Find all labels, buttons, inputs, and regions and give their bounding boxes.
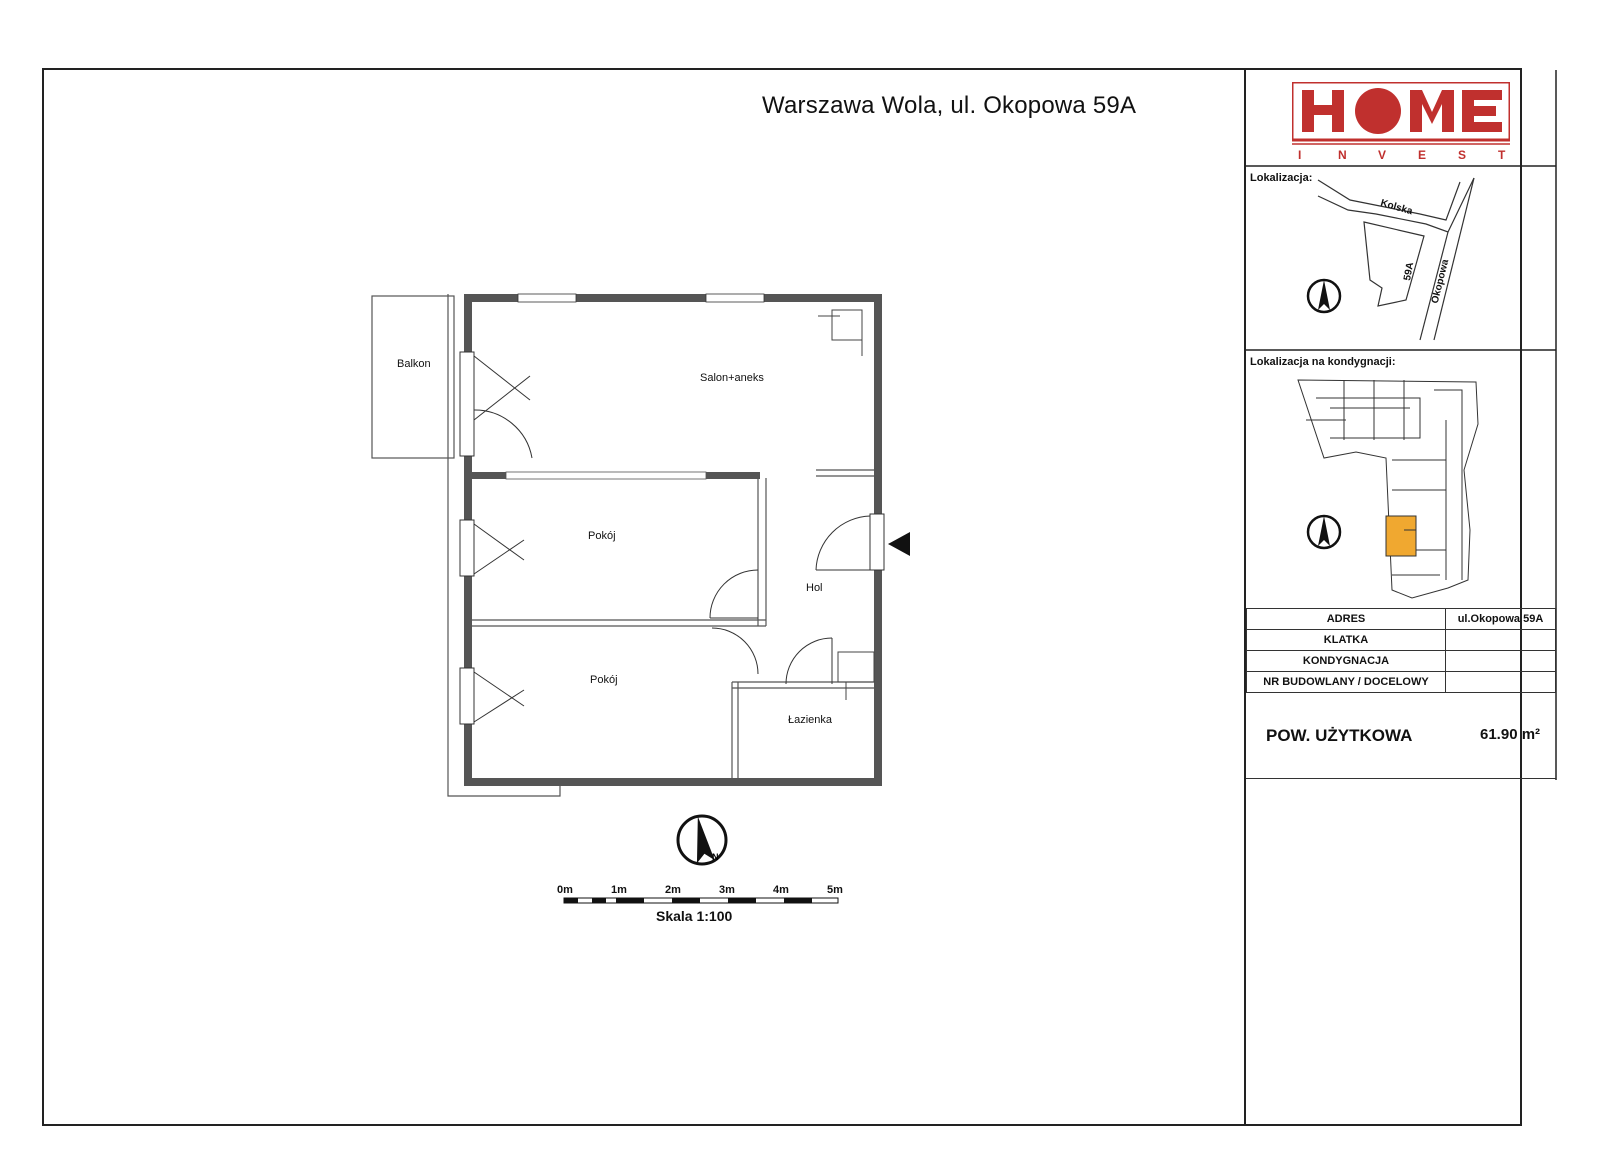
table-row: ADRES ul.Okopowa 59A: [1246, 608, 1556, 630]
table-label-klatka: KLATKA: [1246, 629, 1446, 651]
logo-letter-v: V: [1378, 148, 1387, 162]
room-label-balkon: Balkon: [397, 358, 431, 370]
scale-label: Skala 1:100: [656, 908, 733, 924]
window-pokoj1: [459, 519, 475, 577]
table-row: KLATKA: [1246, 629, 1556, 651]
drawing-sheet: [42, 68, 1522, 1126]
usable-area-value: 61.90 m²: [1480, 726, 1541, 743]
logo-letter-s: S: [1458, 148, 1467, 162]
logo-letter-t: T: [1498, 148, 1506, 162]
table-row: NR BUDOWLANY / DOCELOWY: [1246, 671, 1556, 693]
room-label-lazienka: Łazienka: [788, 714, 833, 726]
floor-key-highlight: [1385, 515, 1417, 557]
scale-tick-5: 5m: [827, 884, 843, 896]
location-north-icon: [1306, 278, 1342, 314]
table-label-nr-budowlany: NR BUDOWLANY / DOCELOWY: [1246, 671, 1446, 693]
room-label-hol: Hol: [806, 582, 823, 594]
room-label-pokoj-2: Pokój: [590, 674, 618, 686]
scale-tick-0: 0m: [557, 884, 573, 896]
location-map: [1317, 177, 1475, 341]
table-label-adres: ADRES: [1246, 608, 1446, 630]
outer-wall-bottom: [470, 778, 882, 786]
home-invest-logo: I N V E S T: [1292, 82, 1510, 162]
balcony-outline: [371, 295, 455, 459]
scale-bar: [563, 897, 839, 904]
outer-wall-top: [464, 294, 882, 302]
table-value-kondygnacja: [1445, 650, 1556, 672]
table-row: KONDYGNACJA: [1246, 650, 1556, 672]
table-value-nr-budowlany: [1445, 671, 1556, 693]
scale-tick-2: 2m: [665, 884, 681, 896]
room-label-salon: Salon+aneks: [700, 372, 764, 384]
scale-tick-1: 1m: [611, 884, 627, 896]
table-label-kondygnacja: KONDYGNACJA: [1246, 650, 1446, 672]
usable-area-label: POW. UŻYTKOWA: [1266, 726, 1413, 745]
room-label-pokoj-1: Pokój: [588, 530, 616, 542]
window-salon: [459, 351, 475, 457]
table-value-adres: ul.Okopowa 59A: [1445, 608, 1556, 630]
north-arrow-icon: N: [676, 814, 728, 866]
floor-location-heading: Lokalizacja na kondygnacji:: [1250, 356, 1396, 368]
floor-key-north-icon: [1306, 514, 1342, 550]
logo-letter-e: E: [1418, 148, 1427, 162]
scale-tick-3: 3m: [719, 884, 735, 896]
entrance-triangle-icon: [888, 532, 910, 556]
svg-text:N: N: [712, 852, 719, 862]
window-pokoj2: [459, 667, 475, 725]
usable-area-row: POW. UŻYTKOWA 61.90 m²: [1246, 720, 1556, 779]
logo-letter-i: I: [1298, 148, 1302, 162]
floor-plan: N: [371, 293, 910, 904]
sidebar-divider: [1244, 70, 1246, 1126]
table-value-klatka: [1445, 629, 1556, 651]
scale-tick-4: 4m: [773, 884, 789, 896]
floor-key-map: [1297, 379, 1479, 599]
info-table: ADRES ul.Okopowa 59A KLATKA KONDYGNACJA …: [1246, 608, 1556, 693]
location-heading: Lokalizacja:: [1250, 172, 1313, 184]
logo-letter-n: N: [1338, 148, 1347, 162]
address-title: Warszawa Wola, ul. Okopowa 59A: [762, 92, 1137, 119]
